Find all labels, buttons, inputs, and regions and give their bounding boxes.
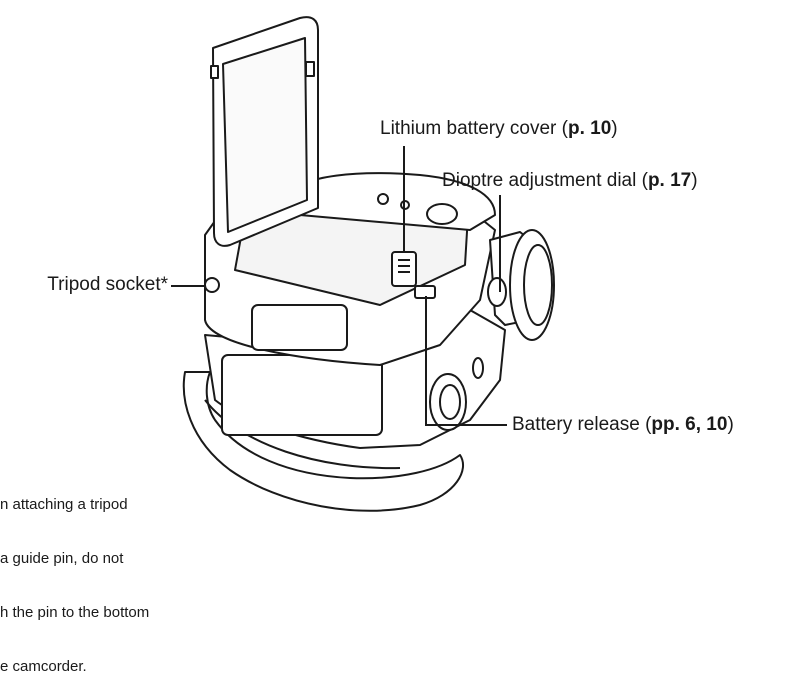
lithium-battery-cover-label: Lithium battery cover (p. 10) — [380, 118, 618, 139]
tripod-socket — [204, 277, 220, 293]
lcd-screen — [222, 37, 308, 233]
lithium-leader — [403, 146, 405, 252]
footnote-line: a guide pin, do not — [0, 550, 124, 567]
footnote-line: e camcorder. — [0, 658, 87, 675]
page-reference: p. 10 — [567, 118, 612, 139]
dioptre-adjustment-dial-label: Dioptre adjustment dial (p. 17) — [442, 170, 698, 191]
camcorder-illustration — [182, 16, 555, 512]
release-leader-h — [425, 424, 507, 426]
footnote-line: h the pin to the bottom — [0, 604, 150, 621]
dioptre-leader — [499, 195, 501, 292]
lithium-battery-cover — [391, 251, 417, 287]
tripod-socket-label: Tripod socket* — [47, 274, 168, 295]
page-reference: p. 17 — [647, 170, 692, 191]
zoom-dial — [426, 203, 458, 225]
page-reference: pp. 6, 10 — [651, 414, 728, 435]
battery-release-label: Battery release (pp. 6, 10) — [512, 414, 734, 435]
release-leader-v — [425, 296, 427, 426]
tripod-footnote: n attaching a tripod a guide pin, do not… — [0, 460, 230, 694]
footnote-line: n attaching a tripod — [0, 496, 128, 513]
tripod-leader — [171, 285, 206, 287]
dioptre-dial — [487, 277, 507, 307]
